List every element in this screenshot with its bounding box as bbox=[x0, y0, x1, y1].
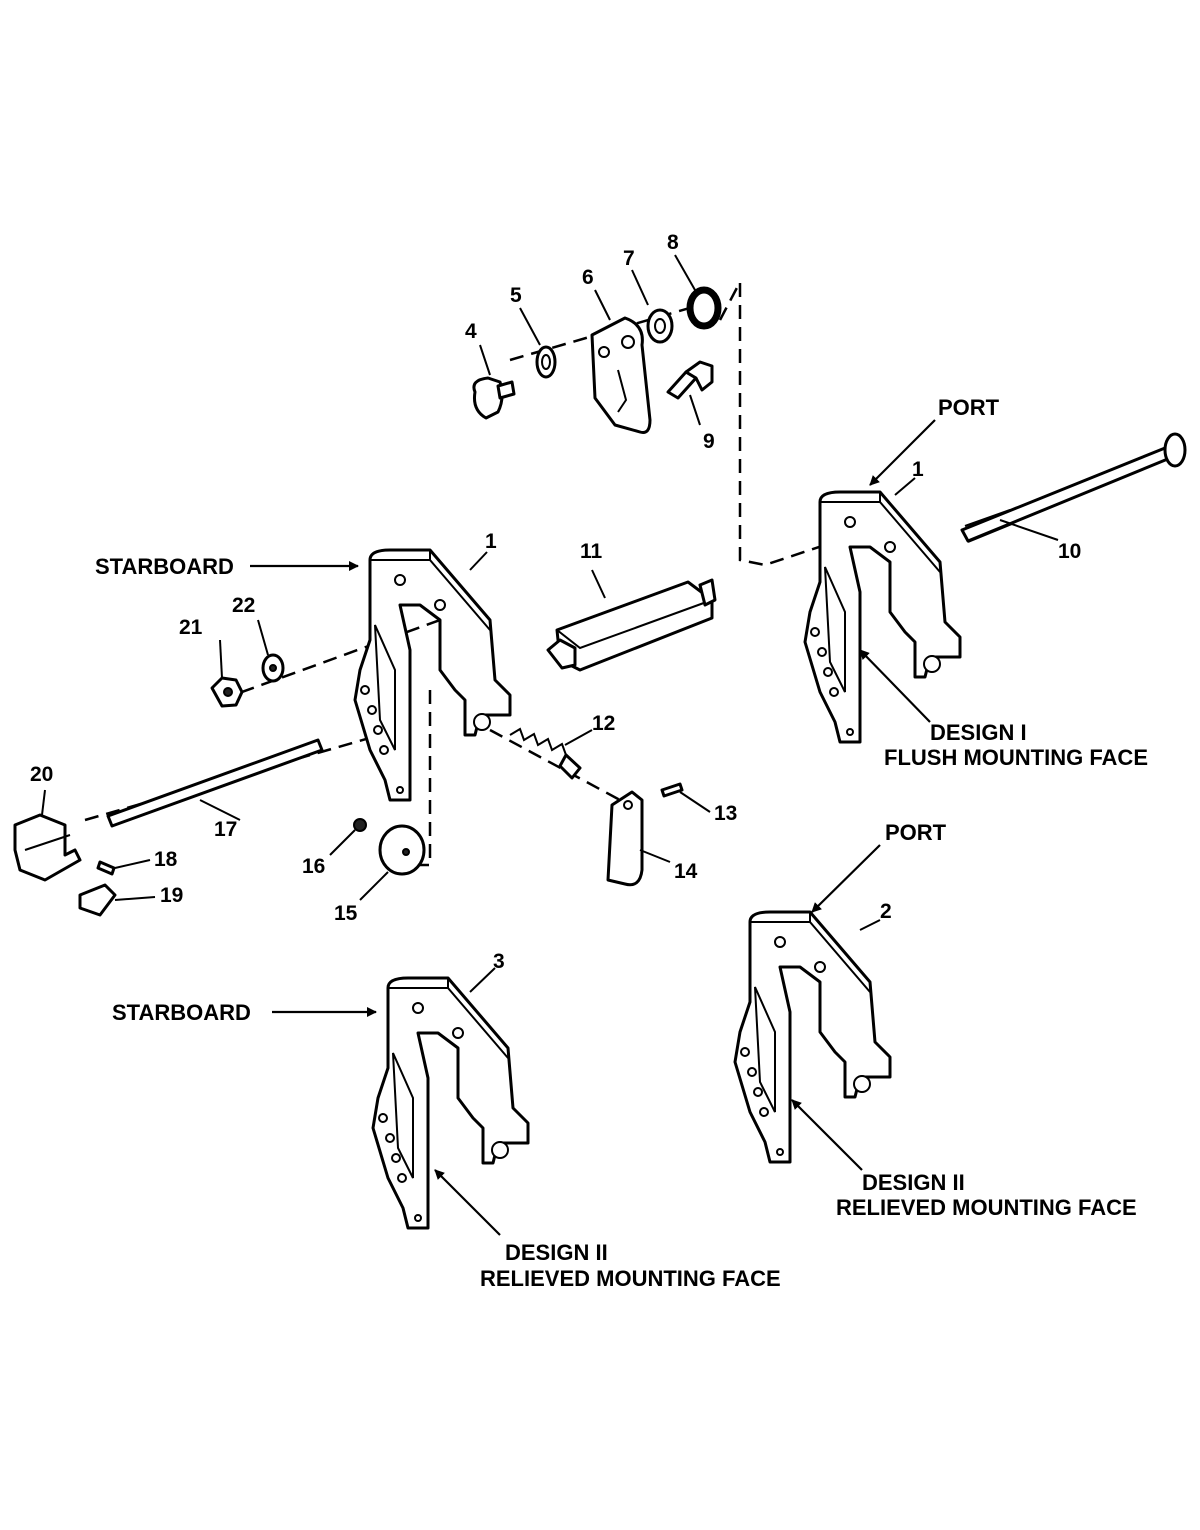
callout-3: 3 bbox=[493, 950, 505, 973]
clip-part-18 bbox=[96, 860, 116, 876]
cylinder-part-11 bbox=[546, 578, 717, 672]
callout-19: 19 bbox=[160, 884, 183, 907]
callout-2: 2 bbox=[880, 900, 892, 923]
callout-18: 18 bbox=[154, 848, 178, 871]
callout-16: 16 bbox=[302, 855, 325, 878]
callout-1-port: 1 bbox=[912, 458, 924, 481]
callout-13: 13 bbox=[714, 802, 737, 825]
callout-12: 12 bbox=[592, 712, 615, 735]
callout-4: 4 bbox=[465, 320, 477, 343]
caption-port-bottom: PORT bbox=[885, 820, 947, 845]
callout-17: 17 bbox=[214, 818, 237, 841]
caption-arrows bbox=[250, 419, 936, 1236]
nut-part-16 bbox=[353, 818, 367, 832]
lever-part-14 bbox=[606, 790, 644, 887]
callout-20: 20 bbox=[30, 763, 53, 786]
callout-15: 15 bbox=[334, 902, 358, 925]
callout-8: 8 bbox=[667, 231, 679, 254]
callout-10: 10 bbox=[1058, 540, 1081, 563]
caption-design2-port-line1: DESIGN II bbox=[862, 1170, 965, 1195]
rod-part-17 bbox=[106, 738, 324, 828]
caption-design1-line2: FLUSH MOUNTING FACE bbox=[884, 745, 1148, 770]
callout-5: 5 bbox=[510, 284, 522, 307]
alignment-line-top bbox=[718, 281, 856, 567]
caption-starboard-top: STARBOARD bbox=[95, 554, 234, 579]
callout-7: 7 bbox=[623, 247, 635, 270]
caption-design1-line1: DESIGN I bbox=[930, 720, 1027, 745]
nut-part-21 bbox=[210, 676, 244, 708]
latch-plate-part-6 bbox=[590, 316, 652, 434]
caption-design2-starboard-line2: RELIEVED MOUNTING FACE bbox=[480, 1266, 781, 1291]
callout-11: 11 bbox=[580, 540, 603, 563]
retaining-ring-part-8 bbox=[686, 286, 722, 330]
through-bolt-part-10 bbox=[960, 432, 1187, 543]
callout-21: 21 bbox=[179, 616, 203, 639]
washer-part-7 bbox=[646, 308, 674, 344]
callout-22: 22 bbox=[232, 594, 255, 617]
spring-part-12 bbox=[509, 727, 582, 780]
alignment-line-spring bbox=[489, 728, 621, 802]
shoulder-bolt-part-9 bbox=[666, 360, 714, 400]
caption-port-top: PORT bbox=[938, 395, 1000, 420]
caption-design2-port-line2: RELIEVED MOUNTING FACE bbox=[836, 1195, 1137, 1220]
leader-lines bbox=[41, 254, 1059, 993]
callout-9: 9 bbox=[703, 430, 715, 453]
caption-design2-starboard-line1: DESIGN II bbox=[505, 1240, 608, 1265]
bracket-port-top bbox=[803, 490, 962, 744]
callout-14: 14 bbox=[674, 860, 698, 883]
bracket-starboard-bottom bbox=[371, 976, 530, 1230]
housing-part-20 bbox=[13, 813, 82, 882]
retainer-part-19 bbox=[78, 883, 117, 917]
knob-part-4 bbox=[472, 376, 516, 420]
callout-6: 6 bbox=[582, 266, 594, 289]
callout-1-top: 1 bbox=[485, 530, 497, 553]
alignment-line-bolt bbox=[219, 618, 441, 702]
pin-part-13 bbox=[660, 782, 684, 798]
bracket-port-bottom bbox=[733, 910, 892, 1164]
washer-part-5 bbox=[535, 345, 557, 379]
disc-part-15 bbox=[378, 824, 426, 876]
washer-part-22 bbox=[261, 653, 285, 683]
caption-starboard-bottom: STARBOARD bbox=[112, 1000, 251, 1025]
bracket-starboard-top bbox=[353, 548, 512, 802]
